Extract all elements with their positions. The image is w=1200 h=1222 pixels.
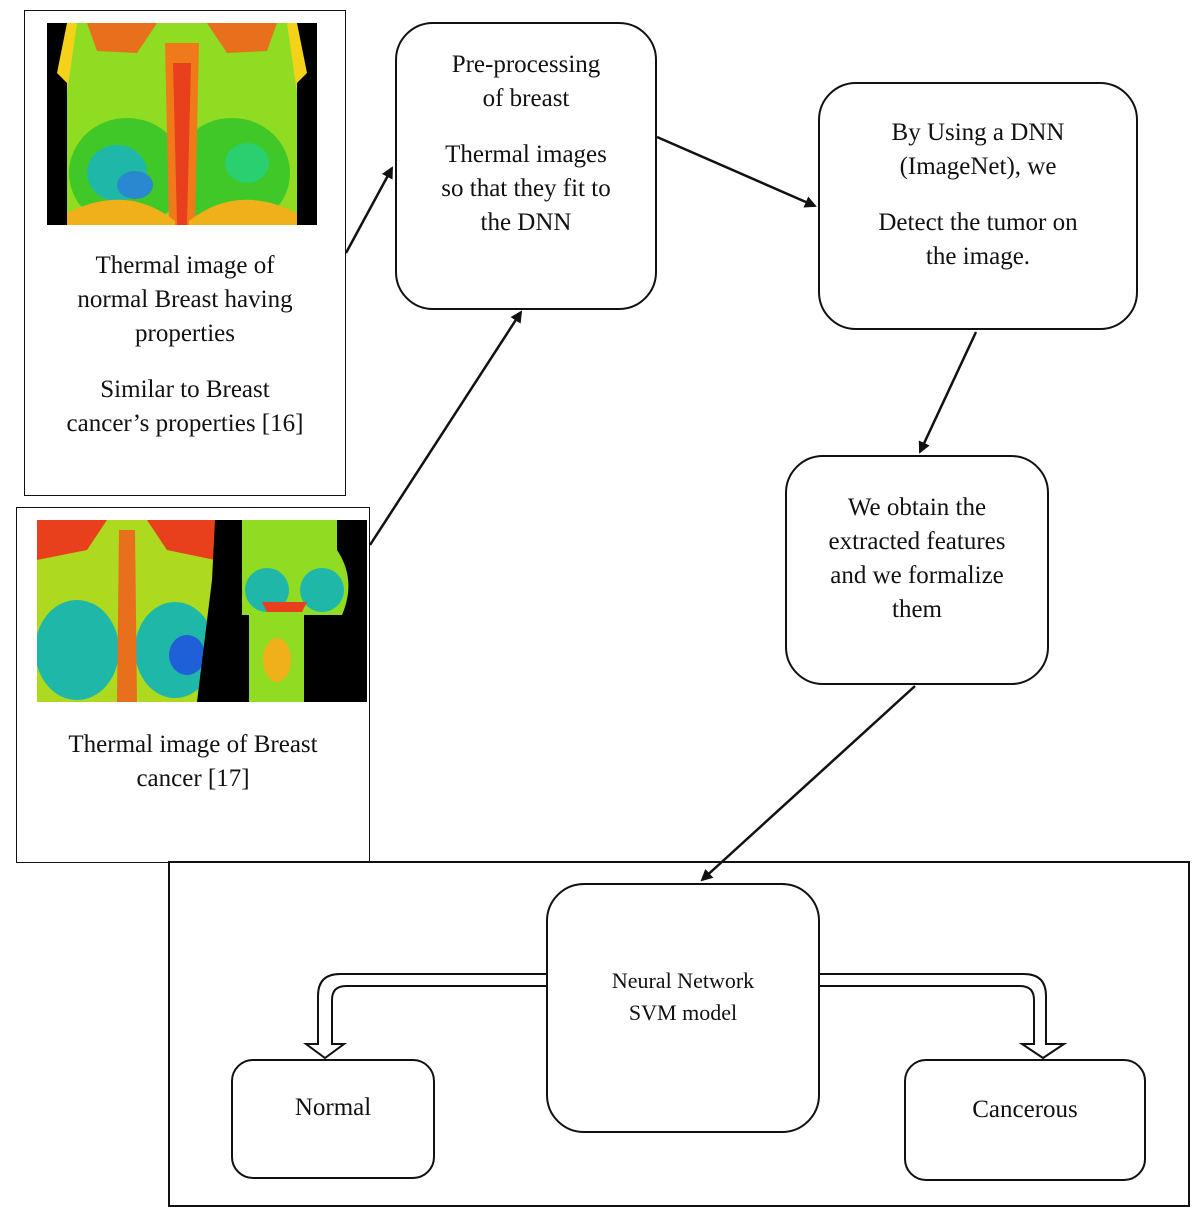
arrow-preprocess-to-dnn [656, 135, 817, 208]
svm-model-box: Neural Network SVM model [546, 883, 820, 1133]
caption-line: cancer’s properties [16] [66, 410, 304, 437]
model-line: SVM model [628, 1000, 738, 1025]
preprocessing-line: of breast [482, 85, 570, 112]
preprocessing-line: Pre-processing [451, 51, 601, 78]
model-line: Neural Network [611, 968, 755, 993]
normal-thermal-card: Thermal image of normal Breast having pr… [24, 10, 346, 496]
cancer-thermal-card: Thermal image of Breast cancer [17] [16, 507, 370, 863]
hollow-arrow-to-normal [302, 973, 546, 1060]
cancer-thermal-image [37, 520, 367, 702]
arrow-dnn-to-features [918, 331, 978, 454]
dnn-line: Detect the tumor on [878, 209, 1078, 236]
arrow-features-to-model [700, 685, 916, 882]
caption-line: normal Breast having [77, 286, 293, 313]
normal-thermal-caption: Thermal image of normal Breast having pr… [25, 249, 345, 441]
dnn-line: By Using a DNN [891, 119, 1065, 146]
arrow-cancer-to-preprocess [368, 310, 523, 546]
preprocessing-line: Thermal images [445, 141, 607, 168]
features-line: extracted features [828, 528, 1006, 555]
caption-line: cancer [17] [136, 765, 250, 792]
dnn-detection-text: By Using a DNN (ImageNet), we Detect the… [820, 116, 1136, 274]
svm-model-text: Neural Network SVM model [548, 965, 818, 1029]
features-line: We obtain the [847, 494, 987, 521]
dnn-line: (ImageNet), we [899, 153, 1057, 180]
preprocessing-box: Pre-processing of breast Thermal images … [395, 22, 657, 310]
cancerous-output-box: Cancerous [904, 1059, 1146, 1181]
cancerous-output-label: Cancerous [906, 1093, 1144, 1127]
dnn-line: the image. [925, 243, 1031, 270]
caption-line: Similar to Breast [100, 376, 270, 403]
cancer-thermal-caption: Thermal image of Breast cancer [17] [17, 728, 369, 796]
caption-line: Thermal image of [95, 252, 275, 279]
preprocessing-line: the DNN [480, 209, 572, 236]
feature-extraction-text: We obtain the extracted features and we … [787, 491, 1047, 627]
normal-output-label: Normal [233, 1091, 433, 1125]
features-line: and we formalize [830, 562, 1004, 589]
normal-thermal-image [47, 23, 317, 225]
preprocessing-text: Pre-processing of breast Thermal images … [397, 48, 655, 240]
feature-extraction-box: We obtain the extracted features and we … [785, 455, 1049, 685]
caption-line: Thermal image of Breast [68, 731, 318, 758]
features-line: them [892, 596, 942, 623]
preprocessing-line: so that they fit to [441, 175, 611, 202]
dnn-detection-box: By Using a DNN (ImageNet), we Detect the… [818, 82, 1138, 330]
arrow-normal-to-preprocess [344, 166, 394, 254]
cancerous-label: Cancerous [972, 1096, 1078, 1123]
normal-label: Normal [294, 1094, 372, 1121]
normal-output-box: Normal [231, 1059, 435, 1179]
caption-line: properties [135, 320, 235, 347]
hollow-arrow-to-cancerous [820, 973, 1068, 1060]
